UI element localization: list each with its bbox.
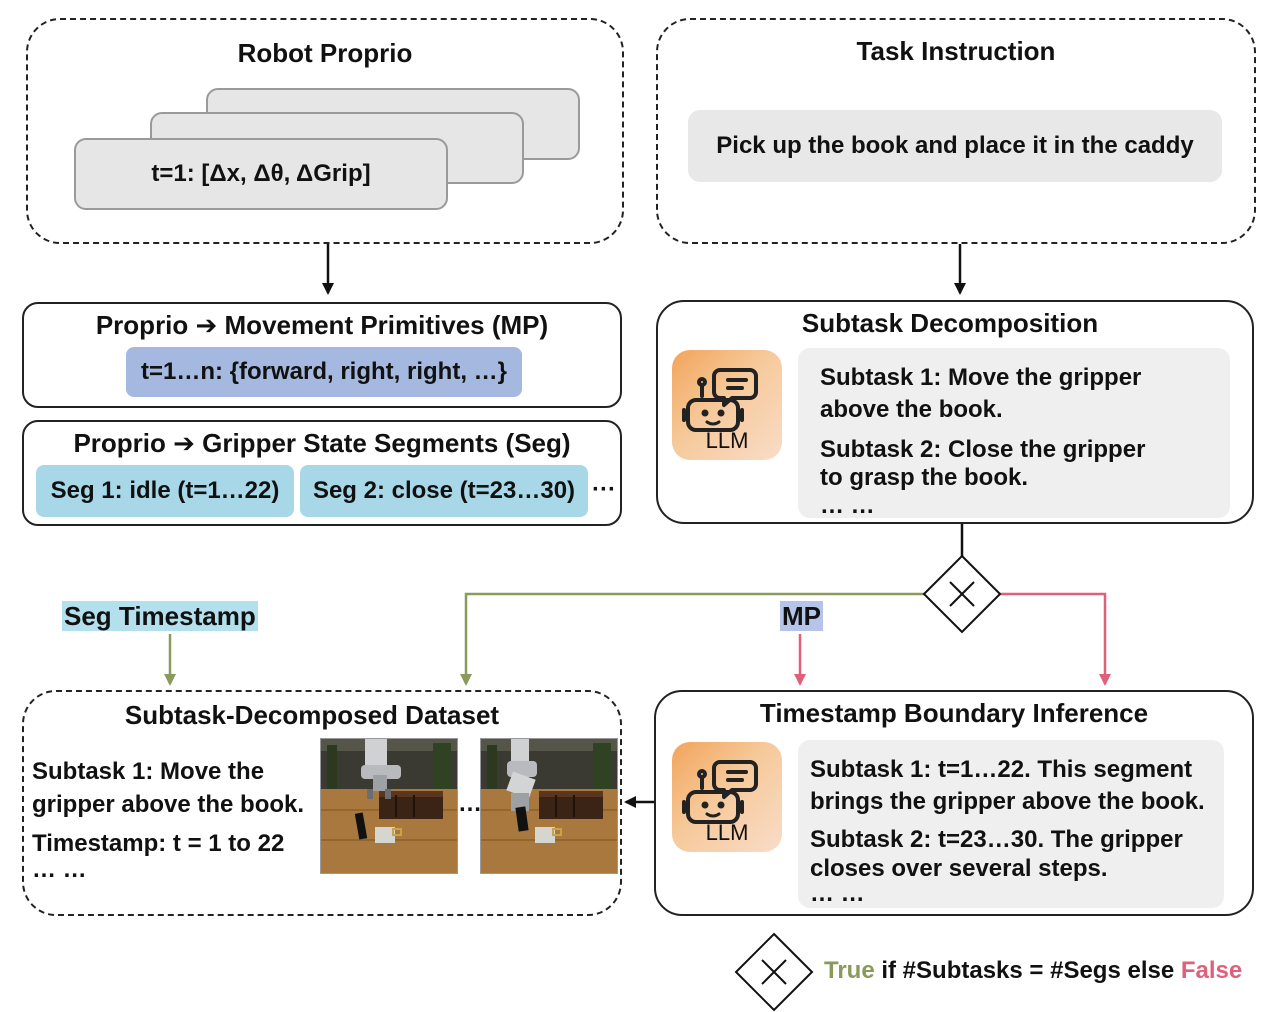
robot-frame-1-image bbox=[320, 738, 458, 874]
proprio-card-text: t=1: [Δx, Δθ, ΔGrip] bbox=[151, 160, 371, 187]
subtask-line-2: above the book. bbox=[820, 396, 1003, 423]
subtask-decomposition-title: Subtask Decomposition bbox=[801, 308, 1099, 338]
task-instruction-panel: Task Instruction Pick up the book and pl… bbox=[656, 18, 1256, 244]
dataset-line-3: Timestamp: t = 1 to 22 bbox=[32, 830, 285, 857]
robot-frame-2-image bbox=[480, 738, 618, 874]
segment-2-pill: Seg 2: close (t=23…30) bbox=[300, 465, 588, 517]
mp-label: MP bbox=[780, 601, 823, 631]
segments-more: ··· bbox=[592, 476, 616, 503]
movement-primitives-panel: Proprio ➔ Movement Primitives (MP) t=1…n… bbox=[22, 302, 622, 408]
subtask-line-3: Subtask 2: Close the gripper bbox=[820, 436, 1146, 463]
llm-label: LLM bbox=[705, 428, 749, 453]
boundary-inference-panel: Timestamp Boundary Inference LLM Subtask… bbox=[654, 690, 1254, 916]
robot-proprio-panel: Robot Proprio t=1: [Δx, Δθ, ΔGrip] bbox=[26, 18, 624, 244]
legend-diamond-icon bbox=[734, 932, 814, 1012]
boundary-line-1: Subtask 1: t=1…22. This segment bbox=[810, 756, 1193, 783]
decision-diamond-icon bbox=[922, 554, 1002, 634]
task-instruction-box: Pick up the book and place it in the cad… bbox=[688, 110, 1222, 182]
task-instruction-title: Task Instruction bbox=[856, 36, 1056, 66]
movement-primitives-title: Proprio ➔ Movement Primitives (MP) bbox=[95, 310, 549, 340]
dataset-line-4: … … bbox=[32, 856, 87, 883]
subtask-line-4: to grasp the book. bbox=[820, 464, 1029, 491]
robot-chat-icon bbox=[682, 760, 758, 824]
boundary-line-5: … … bbox=[810, 880, 865, 907]
arrow-true-to-dataset bbox=[460, 592, 926, 686]
llm-label-2: LLM bbox=[705, 820, 749, 845]
legend-middle: if #Subtasks = #Segs else bbox=[874, 957, 1181, 984]
arrow-false-to-boundary bbox=[998, 592, 1111, 686]
task-instruction-text: Pick up the book and place it in the cad… bbox=[716, 132, 1194, 159]
boundary-line-2: brings the gripper above the book. bbox=[810, 788, 1205, 815]
gripper-segments-title: Proprio ➔ Gripper State Segments (Seg) bbox=[73, 428, 571, 458]
subtask-list-box: Subtask 1: Move the gripper above the bo… bbox=[798, 348, 1230, 519]
proprio-card-front: t=1: [Δx, Δθ, ΔGrip] bbox=[74, 138, 448, 210]
legend-true: True bbox=[824, 957, 875, 984]
gripper-segments-panel: Proprio ➔ Gripper State Segments (Seg) S… bbox=[22, 420, 622, 526]
frames-ellipsis: … bbox=[458, 790, 482, 817]
robot-chat-icon bbox=[682, 368, 758, 432]
subtask-decomposition-panel: Subtask Decomposition LLM Subtask 1: Mov… bbox=[656, 300, 1254, 524]
legend-false: False bbox=[1180, 957, 1243, 984]
dataset-line-2: gripper above the book. bbox=[32, 791, 305, 818]
llm-badge-2: LLM bbox=[672, 742, 782, 852]
boundary-line-4: closes over several steps. bbox=[810, 855, 1108, 882]
llm-badge: LLM bbox=[672, 350, 782, 460]
boundary-inference-title: Timestamp Boundary Inference bbox=[759, 698, 1149, 728]
boundary-line-3: Subtask 2: t=23…30. The gripper bbox=[810, 826, 1183, 853]
robot-proprio-title: Robot Proprio bbox=[237, 38, 413, 68]
segment-1-pill: Seg 1: idle (t=1…22) bbox=[36, 465, 294, 517]
dataset-line-1: Subtask 1: Move the bbox=[32, 758, 265, 785]
dataset-panel: Subtask-Decomposed Dataset Subtask 1: Mo… bbox=[22, 690, 622, 916]
boundary-list-box: Subtask 1: t=1…22. This segment brings t… bbox=[798, 740, 1224, 908]
movement-primitives-sequence: t=1…n: {forward, right, right, …} bbox=[126, 347, 522, 397]
dataset-title: Subtask-Decomposed Dataset bbox=[124, 700, 500, 730]
subtask-line-5: … … bbox=[820, 492, 875, 519]
seg-timestamp-label: Seg Timestamp bbox=[62, 601, 258, 631]
legend-text: True if #Subtasks = #Segs else False bbox=[824, 957, 1242, 985]
subtask-line-1: Subtask 1: Move the gripper bbox=[820, 364, 1142, 391]
